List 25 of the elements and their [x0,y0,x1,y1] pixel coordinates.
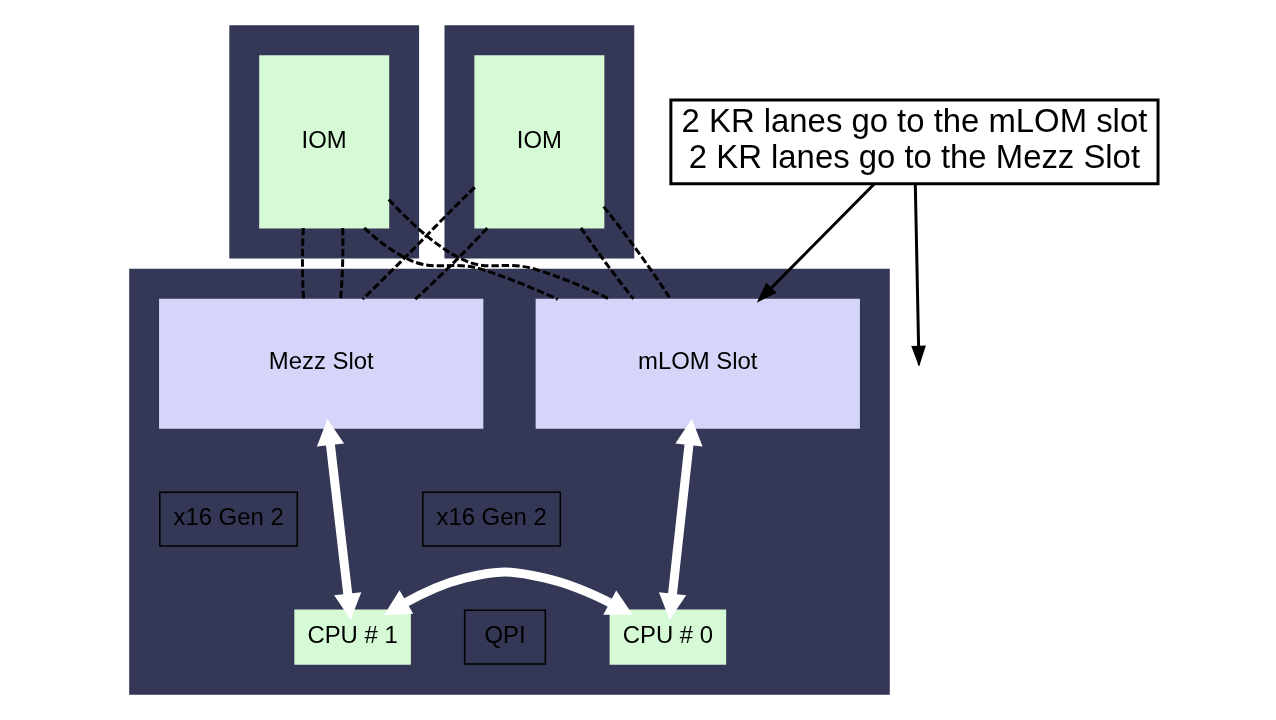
node-box: IOM [259,55,390,229]
connector [339,227,345,299]
node-box: IOM [474,55,605,229]
arrow [383,567,633,616]
node-box: x16 Gen 2 [422,491,562,547]
node-box: 2 KR lanes go to the mLOM slot 2 KR lanes go to the Mezz Slot [669,98,1160,186]
cluster [129,268,890,695]
connector [579,227,635,300]
node-box: x16 Gen 2 [159,491,299,547]
node-box: CPU # 0 [609,609,727,665]
cluster [444,25,635,259]
cluster [229,25,420,259]
connector [387,198,611,301]
connector [414,227,489,301]
node-box: Mezz Slot [159,298,484,429]
arrow [316,419,362,620]
node-box: QPI [463,609,547,665]
connector [363,226,559,301]
arrow [658,419,703,620]
node-box: mLOM Slot [535,298,860,429]
connector [361,186,476,301]
arrow [756,182,876,303]
connector [300,227,306,299]
connector [602,205,673,301]
node-box: CPU # 1 [294,609,411,665]
